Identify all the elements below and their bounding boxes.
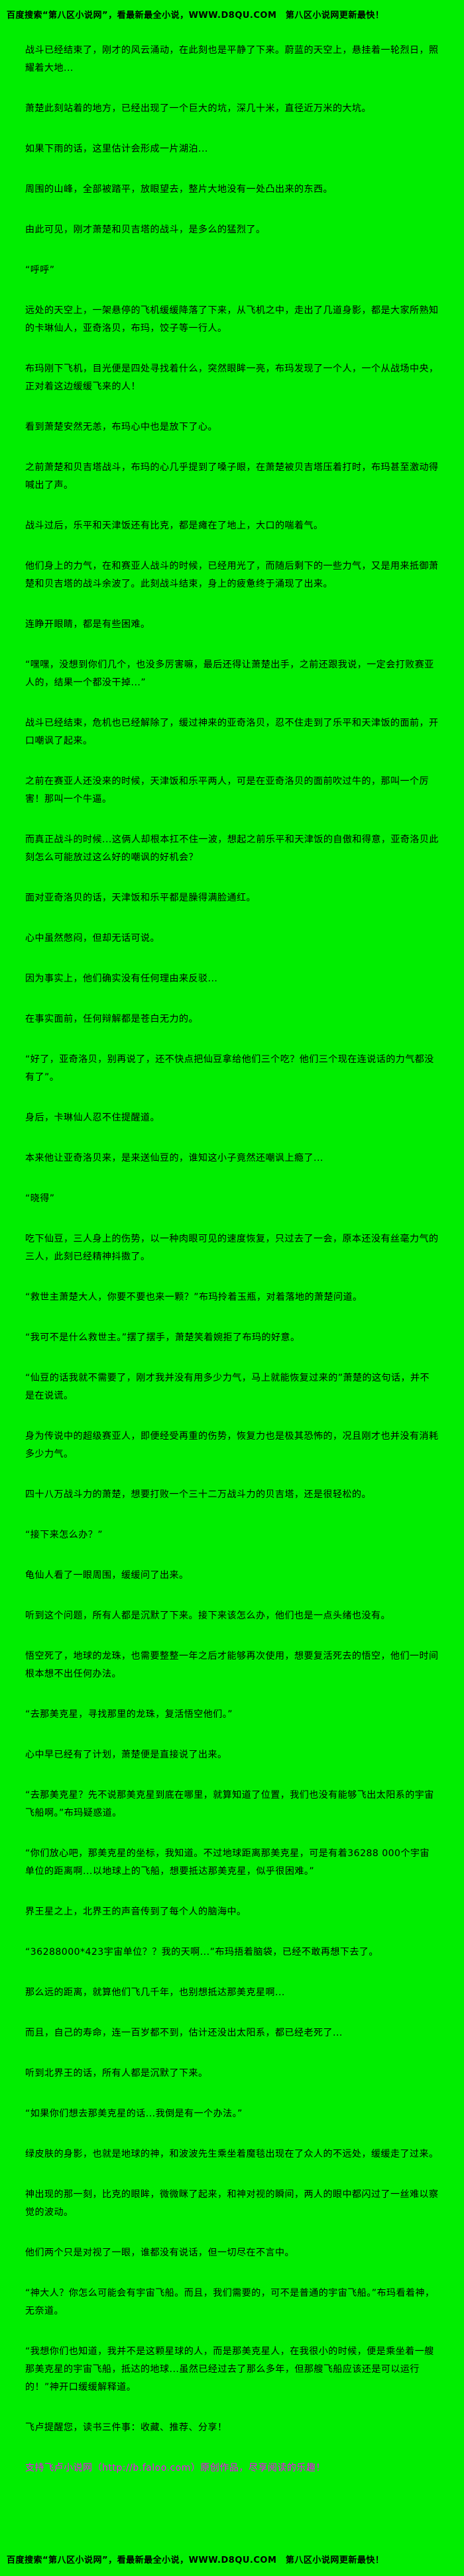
chapter-paragraph: 而且，自己的寿命，连一百岁都不到，估计还没出太阳系，都已经老死了...	[25, 2028, 343, 2038]
chapter-paragraph: “我可不是什么救世主。”摆了摆手，萧楚笑着婉拒了布玛的好意。	[25, 1332, 300, 1343]
chapter-paragraph: “呼呼”	[25, 265, 55, 275]
chapter-paragraph: 战斗已经结束了，刚才的风云涌动，在此刻也是平静了下来。蔚蓝的天空上，悬挂着一轮烈…	[25, 45, 439, 74]
chapter-paragraph: 那么远的距离，就算他们飞几千年，也别想抵达那美克星啊...	[25, 1987, 285, 1998]
chapter-paragraph: 他们身上的力气，在和赛亚人战斗的时候，已经用光了，而随后剩下的一些力气，又是用来…	[25, 561, 439, 589]
chapter-paragraph: “嘿嘿，没想到你们几个，也没多厉害嘛，最后还得让萧楚出手，之前还跟我说，一定会打…	[25, 660, 434, 688]
chapter-paragraph: 战斗过后，乐平和天津饭还有比克，都是瘫在了地上，大口的喘着气。	[25, 520, 323, 531]
chapter-paragraph: 龟仙人看了一眼周围，缓缓问了出来。	[25, 1570, 189, 1581]
chapter-paragraph: “晓得”	[25, 1193, 55, 1204]
chapter-paragraph: 在事实面前，任何辩解都是苍白无力的。	[25, 1014, 198, 1024]
chapter-paragraph: 心中早已经有了计划，萧楚便是直接说了出来。	[25, 1750, 227, 1760]
reader-reminder-line: 飞卢提醒您，读书三件事：收藏、推荐、分享！	[25, 2422, 227, 2433]
chapter-paragraph: “接下来怎么办？”	[25, 1530, 103, 1540]
chapter-paragraph: 连睁开眼睛，都是有些困难。	[25, 619, 150, 630]
paragraph-list: 战斗已经结束了，刚才的风云涌动，在此刻也是平静了下来。蔚蓝的天空上，悬挂着一轮烈…	[25, 42, 439, 2397]
chapter-paragraph: 之前萧楚和贝吉塔战斗，布玛的心几乎提到了嗓子眼，在萧楚被贝吉塔压着打时，布玛甚至…	[25, 462, 439, 491]
chapter-paragraph: “去那美克星，寻找那里的龙珠，复活悟空他们。”	[25, 1709, 233, 1720]
site-header-line: 百度搜索“第八区小说网”，看最新最全小说，WWW.D8QU.COM 第八区小说网…	[7, 11, 384, 21]
chapter-paragraph: 而真正战斗的时候...这俩人却根本扛不住一波，想起之前乐平和天津饭的自傲和得意，…	[25, 834, 439, 863]
chapter-paragraph: 心中虽然憋闷，但却无话可说。	[25, 933, 160, 944]
chapter-paragraph: “如果你们想去那美克星的话...我倒是有一个办法。”	[25, 2108, 243, 2119]
chapter-paragraph: 由此可见，刚才萧楚和贝吉塔的战斗，是多么的猛烈了。	[25, 224, 266, 235]
chapter-paragraph: “仙豆的话我就不需要了，刚才我并没有用多少力气，马上就能恢复过来的”萧楚的这句话…	[25, 1373, 430, 1401]
chapter-paragraph: “你们放心吧，那美克星的坐标，我知道。不过地球距离那美克星，可是有着36288 …	[25, 1848, 430, 1877]
chapter-paragraph: 吃下仙豆，三人身上的伤势，以一种肉眼可见的速度恢复，只过去了一会，原本还没有丝毫…	[25, 1234, 439, 1262]
chapter-paragraph: 他们两个只是对视了一眼，谁都没有说话，但一切尽在不言中。	[25, 2248, 294, 2258]
chapter-paragraph: “去那美克星？先不说那美克星到底在哪里，就算知道了位置，我们也没有能够飞出太阳系…	[25, 1790, 434, 1818]
chapter-content: 战斗已经结束了，刚才的风云涌动，在此刻也是平静了下来。蔚蓝的天空上，悬挂着一轮烈…	[0, 42, 464, 2546]
chapter-paragraph: 之前在赛亚人还没来的时候，天津饭和乐平两人，可是在亚奇洛贝的面前吹过牛的，那叫一…	[25, 776, 429, 805]
chapter-paragraph: 听到这个问题，所有人都是沉默了下来。接下来该怎么办，他们也是一点头绪也没有。	[25, 1610, 390, 1621]
chapter-paragraph: 身为传说中的超级赛亚人，即便经受再重的伤势，恢复力也是极其恐怖的，况且刚才也并没…	[25, 1431, 439, 1460]
chapter-paragraph: 界王星之上，北界王的声音传到了每个人的脑海中。	[25, 1907, 247, 1917]
chapter-paragraph: 绿皮肤的身影，也就是地球的神，和波波先生乘坐着魔毯出现在了众人的不远处，缓缓走了…	[25, 2149, 439, 2159]
chapter-paragraph: 如果下雨的话，这里估计会形成一片湖泊...	[25, 144, 208, 154]
chapter-paragraph: 萧楚此刻站着的地方，已经出现了一个巨大的坑，深几十米，直径近万米的大坑。	[25, 103, 371, 114]
chapter-paragraph: 神出现的那一刻，比克的眼眸，微微眯了起来，和神对视的瞬间，两人的眼中都闪过了一丝…	[25, 2189, 439, 2218]
chapter-paragraph: 远处的天空上，一架悬停的飞机缓缓降落了下来，从飞机之中，走出了几道身影，都是大家…	[25, 305, 439, 334]
chapter-paragraph: “36288000*423宇宙单位？？我的天啊...”布玛捂着脑袋，已经不敢再想…	[25, 1947, 378, 1957]
chapter-paragraph: “神大人？你怎么可能会有宇宙飞船。而且，我们需要的，可不是普通的宇宙飞船。”布玛…	[25, 2288, 435, 2316]
chapter-paragraph: 看到萧楚安然无恙，布玛心中也是放下了心。	[25, 422, 217, 432]
chapter-paragraph: 布玛刚下飞机，目光便是四处寻找着什么，突然眼眸一亮，布玛发现了一个人，一个从战场…	[25, 364, 439, 392]
chapter-paragraph: 因为事实上，他们确实没有任何理由来反驳...	[25, 973, 218, 984]
chapter-paragraph: 本来他让亚奇洛贝来，是来送仙豆的，谁知这小子竟然还嘲讽上瘾了...	[25, 1153, 323, 1164]
chapter-paragraph: 悟空死了，地球的龙珠，也需要整整一年之后才能够再次使用，想要复活死去的悟空，他们…	[25, 1651, 439, 1679]
chapter-paragraph: 面对亚奇洛贝的话，天津饭和乐平都是臊得满脸通红。	[25, 893, 256, 903]
chapter-paragraph: “好了，亚奇洛贝，别再说了，还不快点把仙豆拿给他们三个吃？他们三个现在连说话的力…	[25, 1054, 434, 1083]
chapter-paragraph: 四十八万战斗力的萧楚，想要打败一个三十二万战斗力的贝吉塔，还是很轻松的。	[25, 1489, 371, 1500]
chapter-paragraph: “我想你们也知道，我并不是这颗星球的人，而是那美克星人，在我很小的时候，便是乘坐…	[25, 2346, 434, 2393]
chapter-paragraph: 战斗已经结束，危机也已经解除了，缓过神来的亚奇洛贝，忍不住走到了乐平和天津饭的面…	[25, 718, 439, 746]
faloo-promo-line: 支持飞卢小说网（http://b.faloo.com）原创作品，尽享阅读的乐趣！	[25, 2463, 325, 2473]
chapter-paragraph: 身后，卡琳仙人忍不住提醒道。	[25, 1113, 160, 1123]
chapter-paragraph: 周围的山峰，全部被踏平，放眼望去，整片大地没有一处凸出来的东西。	[25, 184, 333, 195]
site-footer-line: 百度搜索“第八区小说网”，看最新最全小说，WWW.D8QU.COM 第八区小说网…	[7, 2555, 384, 2565]
chapter-paragraph: “救世主萧楚大人，你要不要也来一颗？”布玛拎着玉瓶，对着落地的萧楚问道。	[25, 1292, 363, 1303]
chapter-paragraph: 听到北界王的话，所有人都是沉默了下来。	[25, 2068, 208, 2079]
